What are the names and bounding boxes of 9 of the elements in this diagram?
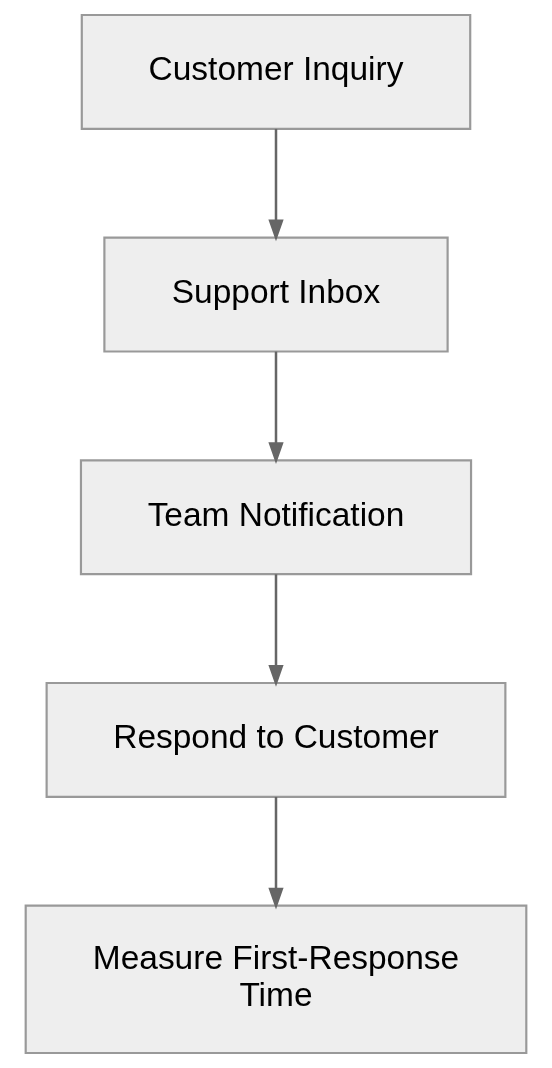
node-box: Support Inbox (103, 236, 449, 353)
node-box: Measure First-Response Time (24, 904, 528, 1055)
arrow (268, 796, 284, 910)
node-box: Respond to Customer (45, 681, 507, 798)
arrow (268, 574, 284, 687)
node-box: Customer Inquiry (80, 13, 472, 130)
node-box: Team Notification (79, 459, 473, 576)
arrow (268, 128, 284, 242)
arrow (268, 351, 284, 465)
